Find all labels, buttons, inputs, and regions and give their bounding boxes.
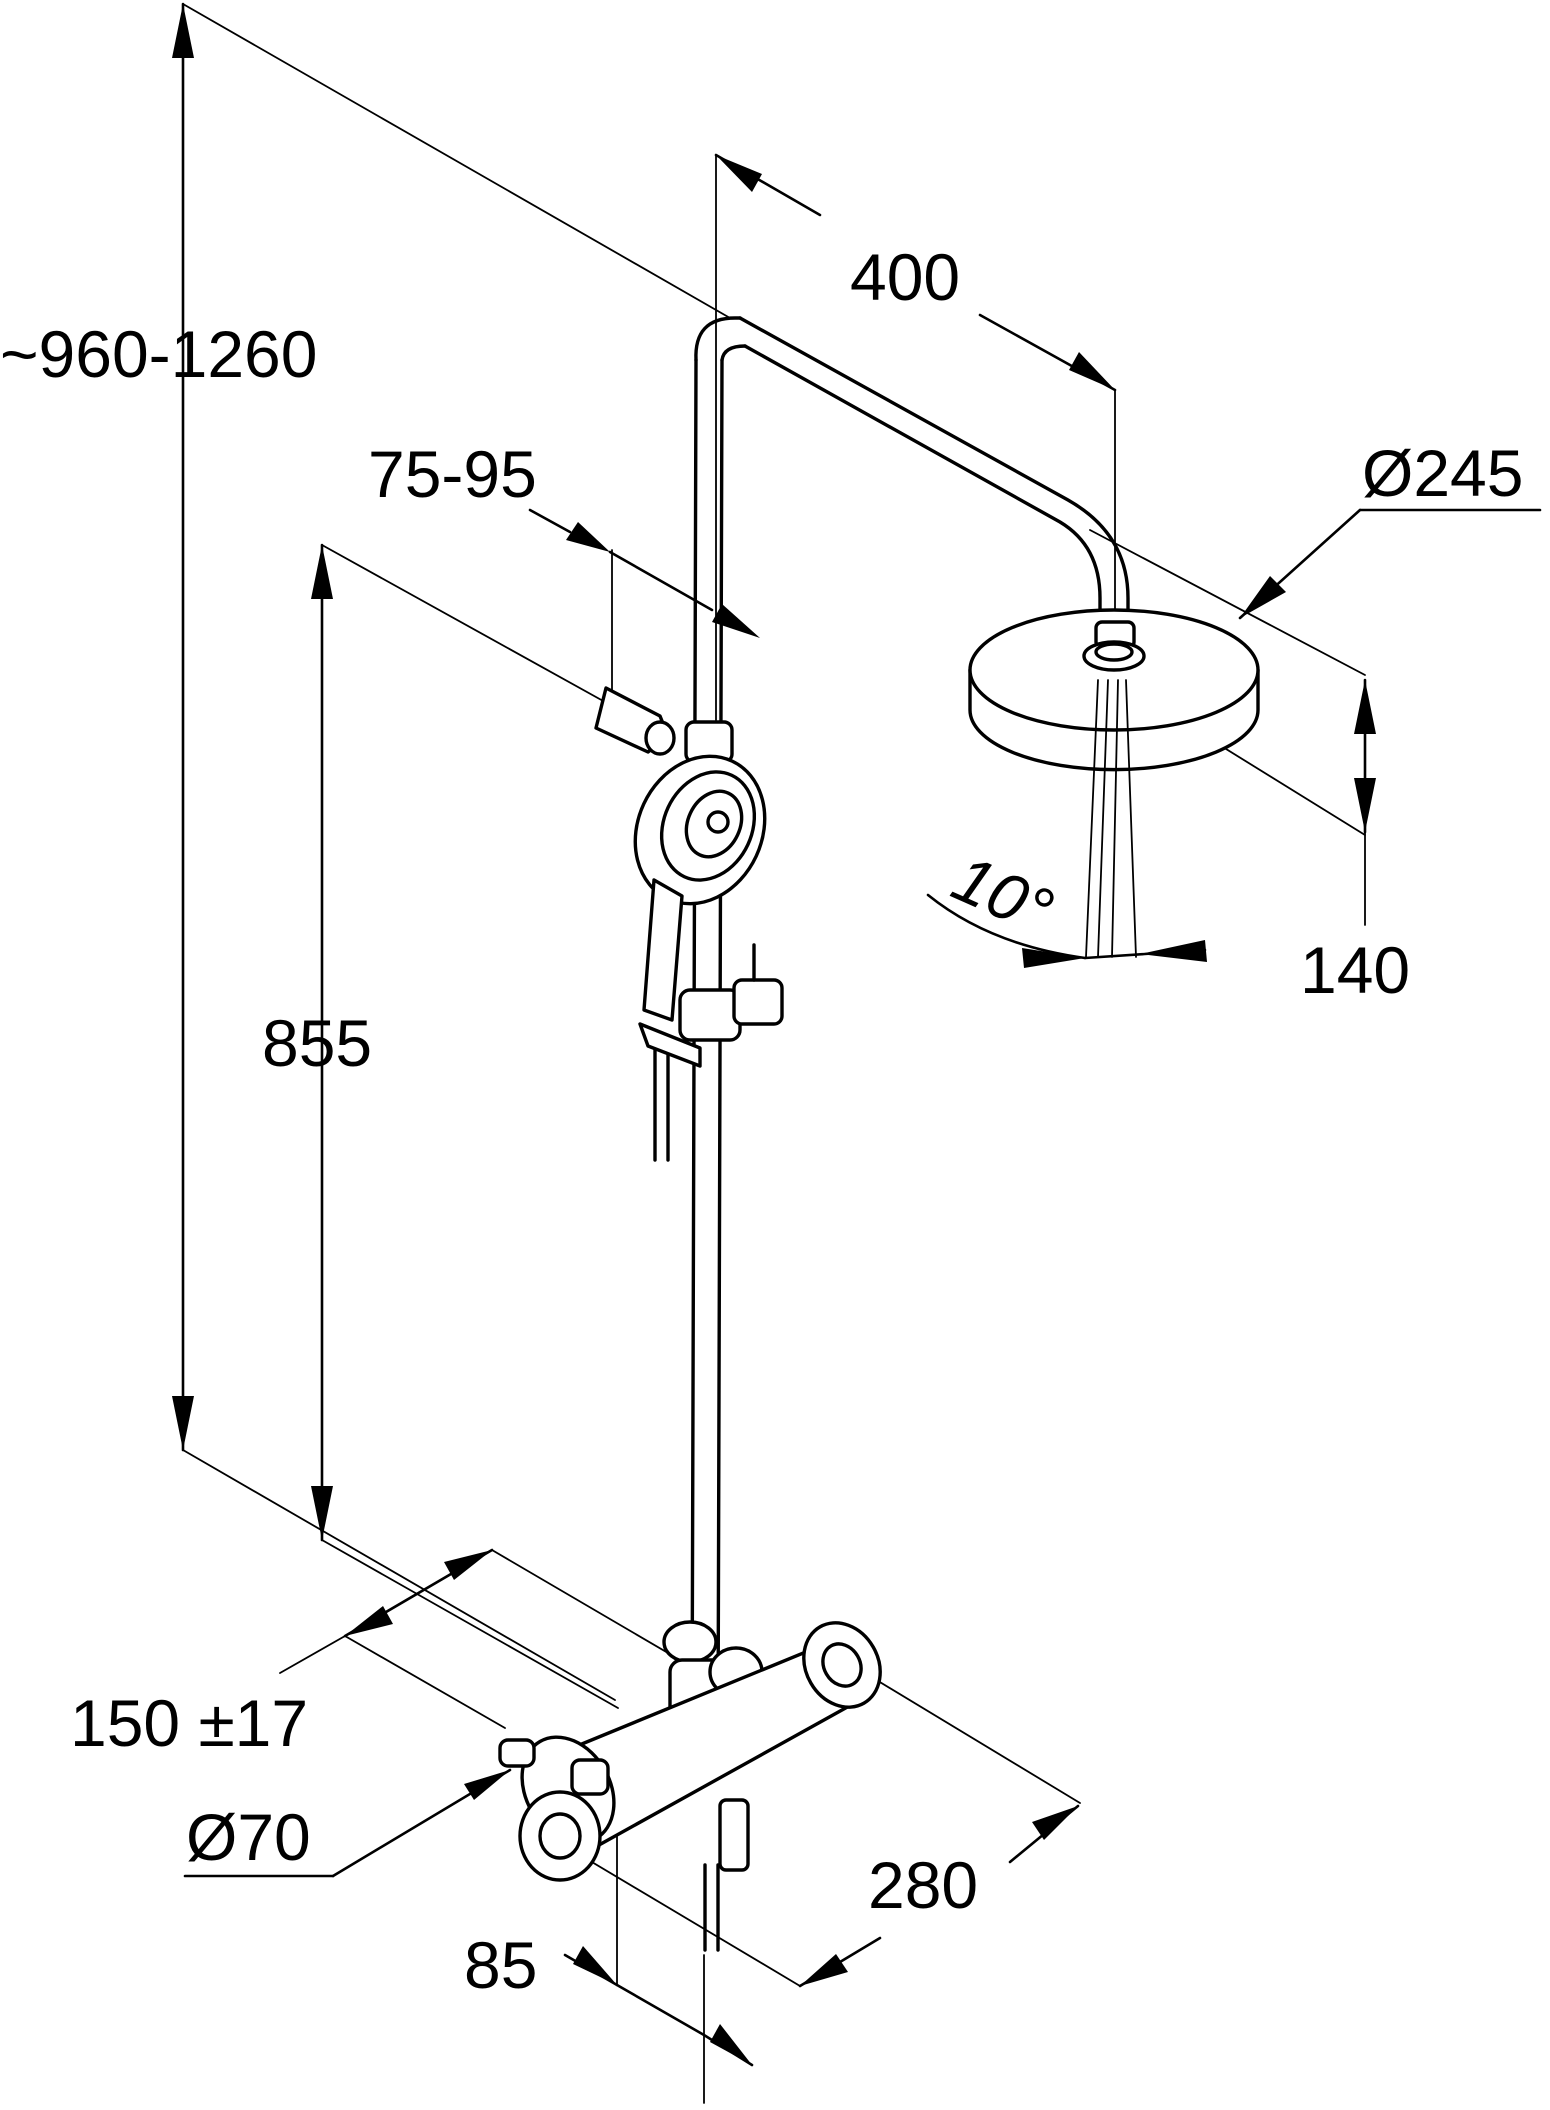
arm-length-label: 400 bbox=[850, 240, 960, 314]
hand-shower bbox=[594, 686, 784, 1162]
thermostatic-mixer bbox=[498, 1620, 882, 1952]
holder-offset-dimension bbox=[528, 508, 760, 701]
rail-height-label: 855 bbox=[262, 1006, 372, 1080]
rail-height-dimension bbox=[311, 543, 619, 1709]
tilt-angle-label: 10° bbox=[942, 840, 1063, 948]
holder-offset-label: 75-95 bbox=[368, 437, 537, 511]
mixer-length-label: 280 bbox=[868, 1848, 978, 1922]
mixer-diameter-label: Ø70 bbox=[186, 1800, 311, 1874]
head-diameter-dimension bbox=[1238, 508, 1542, 620]
wall-offset-label: 85 bbox=[464, 1928, 537, 2002]
total-height-label: ~960-1260 bbox=[0, 317, 317, 391]
mixer-diameter-dimension bbox=[183, 1768, 512, 1878]
tilt-angle-dimension bbox=[926, 893, 1207, 968]
inlet-spacing-label: 150 ±17 bbox=[70, 1686, 308, 1760]
shower-rail bbox=[690, 316, 1130, 1742]
arm-length-dimension bbox=[714, 153, 1117, 721]
inlet-spacing-dimension bbox=[279, 1548, 681, 1729]
wall-offset-dimension bbox=[563, 1784, 754, 2104]
head-offset-label: 140 bbox=[1300, 933, 1410, 1007]
head-diameter-label: Ø245 bbox=[1362, 436, 1523, 510]
total-height-dimension bbox=[172, 2, 731, 1701]
overhead-shower-head bbox=[968, 608, 1260, 958]
mixer-length-dimension bbox=[554, 1666, 1081, 1988]
